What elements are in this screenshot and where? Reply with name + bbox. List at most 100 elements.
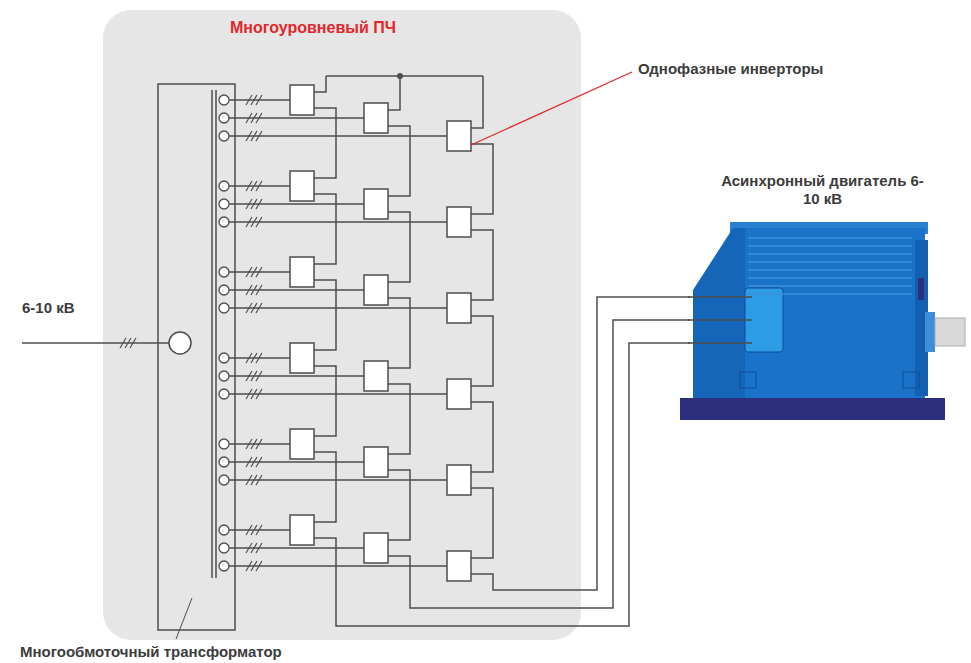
motor-body [735,228,925,398]
bus-mark [251,131,257,141]
inverter-cell [290,257,314,287]
motor-front [693,228,745,398]
series-link [471,144,493,214]
star-link [471,76,483,128]
motor-cable [581,320,690,608]
bus-mark [246,113,252,123]
secondary-winding [219,181,229,191]
bus-mark [251,353,257,363]
secondary-winding [219,199,229,209]
inverter-cell [364,447,388,477]
inverter-cell [447,207,471,237]
motor-fin [748,237,912,239]
series-link [471,488,493,558]
motor-detail [918,278,924,300]
motor-fin [748,245,912,247]
series-link [314,280,336,350]
secondary-winding [219,389,229,399]
output-line [314,538,581,626]
bus-mark [251,543,257,553]
bus-mark [246,543,252,553]
bus-mark [256,131,262,141]
secondary-line [229,479,447,481]
bus-mark [256,95,262,105]
series-link [388,212,410,282]
inverter-cell [364,533,388,563]
bus-mark [251,457,257,467]
bus-mark [120,338,126,348]
inverter-cell [290,429,314,459]
bus-mark [246,475,252,485]
bus-mark [256,543,262,553]
inverter-cell [364,189,388,219]
series-link [471,402,493,472]
inverter-cell [447,121,471,151]
bus-mark [130,338,136,348]
motor-fins [748,238,912,294]
terminal-wire [688,342,752,344]
panel-title: Многоуровневый ПЧ [230,18,581,37]
secondary-line [229,135,447,137]
secondary-winding [219,439,229,449]
bus-mark [251,303,257,313]
bus-mark [246,131,252,141]
series-link [314,452,336,522]
inverter-cell [364,103,388,133]
secondary-line [229,393,447,395]
transformer-core [211,90,213,578]
motor-cable [581,297,690,590]
bus-mark [251,389,257,399]
star-point-line [326,75,483,77]
bus-mark [256,285,262,295]
bus-mark [246,217,252,227]
series-link [314,108,336,178]
bus-mark [246,303,252,313]
motor-fin [748,269,912,271]
bus-mark [256,389,262,399]
bus-mark [246,353,252,363]
motor-bearing [925,312,935,352]
bus-mark [251,199,257,209]
bus-mark [246,95,252,105]
motor-heading: Асинхронный двигатель 6-10 кВ [715,172,930,208]
inverter-cell [290,515,314,545]
secondary-winding [219,457,229,467]
secondary-line [229,565,447,567]
series-link [314,366,336,436]
primary-winding [169,332,191,354]
bus-mark [251,439,257,449]
series-link [388,298,410,368]
inverter-cell [447,293,471,323]
bus-mark [251,113,257,123]
output-line [471,574,581,590]
secondary-winding [219,525,229,535]
series-link [388,384,410,454]
bus-mark [246,371,252,381]
bus-mark [256,181,262,191]
secondary-winding [219,285,229,295]
inverter-cell [447,551,471,581]
secondary-line [229,307,447,309]
bus-mark [251,561,257,571]
motor-shaft [935,318,965,346]
bus-mark [251,267,257,277]
output-line [388,556,581,608]
bus-mark [256,113,262,123]
bus-mark [256,475,262,485]
secondary-winding [219,371,229,381]
bus-mark [246,285,252,295]
bus-mark [246,199,252,209]
voltage-label: 6-10 кВ [22,299,75,316]
star-link [314,76,326,92]
callout-label: Однофазные инверторы [638,60,823,77]
bus-mark [251,475,257,485]
bus-mark [256,217,262,227]
bus-mark [251,217,257,227]
inverter-cell [364,275,388,305]
terminal-wire [688,319,752,321]
motor-fin [748,285,912,287]
motor-illustration [680,222,965,420]
bus-mark [251,525,257,535]
inverter-cell [290,343,314,373]
